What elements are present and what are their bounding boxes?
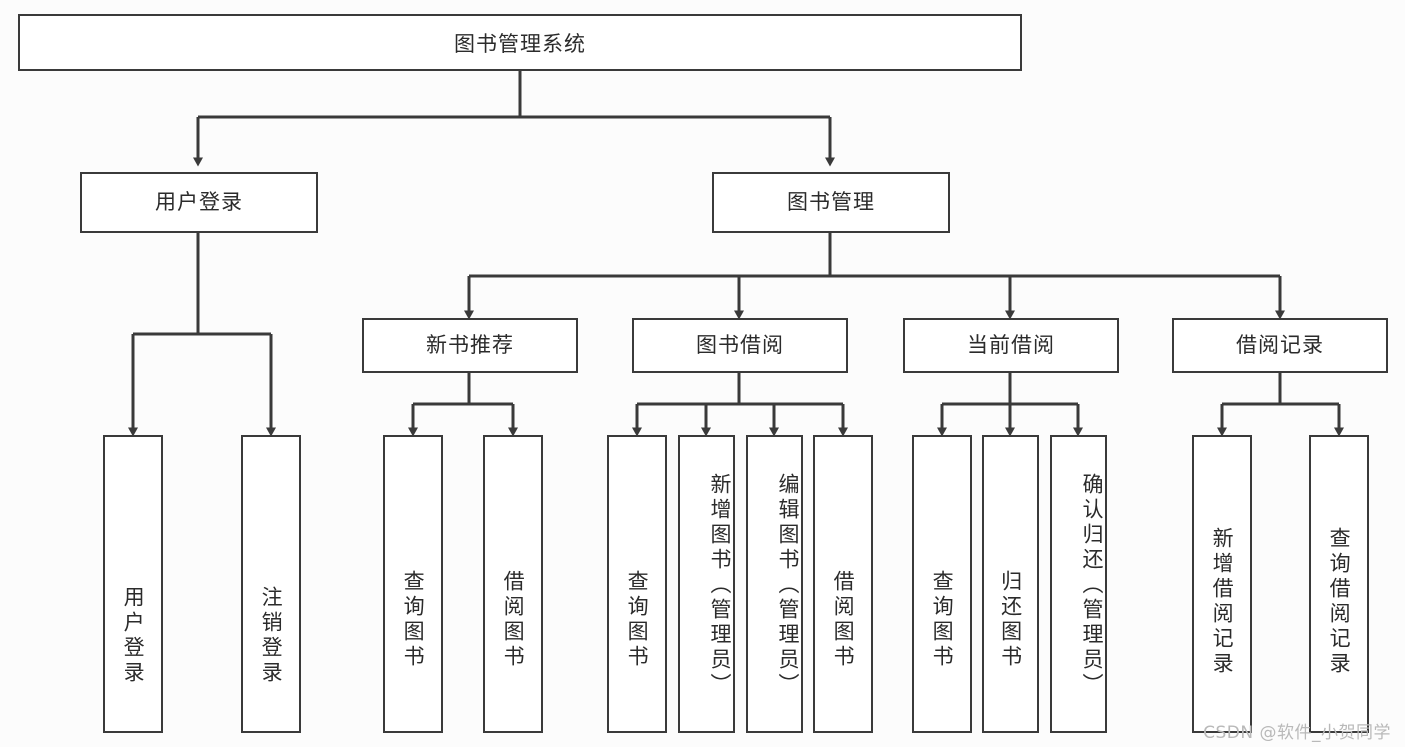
edge-userlogin-to-leaves [128,233,276,437]
edge-newbook-to-leaves [408,373,518,437]
leaf-query-book-3[interactable]: 查询图书 [912,435,972,733]
leaf-confirm-return[interactable]: 确认归还（管理员） [1050,435,1107,733]
node-root-label: 图书管理系统 [454,31,586,56]
leaf-logout-label: 注销登录 [259,586,284,686]
node-borrow-record[interactable]: 借阅记录 [1172,318,1388,373]
leaf-user-login[interactable]: 用户登录 [103,435,163,733]
leaf-return-book[interactable]: 归还图书 [982,435,1039,733]
edge-currentborrow-to-leaves [937,373,1083,437]
node-book-manage[interactable]: 图书管理 [712,172,950,233]
leaf-query-record[interactable]: 查询借阅记录 [1309,435,1369,733]
leaf-edit-book[interactable]: 编辑图书（管理员） [746,435,803,733]
node-new-book-recommend-label: 新书推荐 [426,332,514,357]
node-current-borrow[interactable]: 当前借阅 [903,318,1119,373]
edge-borrowrecord-to-leaves [1217,373,1344,437]
node-user-login-label: 用户登录 [155,189,243,214]
leaf-add-record[interactable]: 新增借阅记录 [1192,435,1252,733]
leaf-edit-book-label: 编辑图书（管理员） [776,472,800,698]
leaf-add-book-label: 新增图书（管理员） [708,472,732,698]
leaf-confirm-return-label: 确认归还（管理员） [1080,472,1104,698]
node-book-manage-label: 图书管理 [787,189,875,214]
node-root[interactable]: 图书管理系统 [18,14,1022,71]
leaf-borrow-book-2[interactable]: 借阅图书 [813,435,873,733]
leaf-return-book-label: 归还图书 [998,570,1023,670]
leaf-query-book-1[interactable]: 查询图书 [383,435,443,733]
csdn-watermark: CSDN @软件_小贺同学 [1203,723,1391,743]
leaf-query-book-3-label: 查询图书 [930,570,955,670]
leaf-query-book-2[interactable]: 查询图书 [607,435,667,733]
leaf-user-login-label: 用户登录 [121,586,146,686]
edge-root-to-level1 [193,71,835,167]
edge-bookborrow-to-leaves [632,373,848,437]
leaf-borrow-book-2-label: 借阅图书 [831,570,856,670]
leaf-query-record-label: 查询借阅记录 [1327,527,1352,677]
leaf-borrow-book-1[interactable]: 借阅图书 [483,435,543,733]
node-current-borrow-label: 当前借阅 [967,332,1055,357]
leaf-logout[interactable]: 注销登录 [241,435,301,733]
node-book-borrow-label: 图书借阅 [696,332,784,357]
edge-bookmanage-to-level2 [464,233,1285,320]
leaf-add-record-label: 新增借阅记录 [1210,527,1235,677]
leaf-query-book-1-label: 查询图书 [401,570,426,670]
leaf-add-book[interactable]: 新增图书（管理员） [678,435,735,733]
node-new-book-recommend[interactable]: 新书推荐 [362,318,578,373]
node-book-borrow[interactable]: 图书借阅 [632,318,848,373]
leaf-query-book-2-label: 查询图书 [625,570,650,670]
node-user-login[interactable]: 用户登录 [80,172,318,233]
node-borrow-record-label: 借阅记录 [1236,332,1324,357]
leaf-borrow-book-1-label: 借阅图书 [501,570,526,670]
